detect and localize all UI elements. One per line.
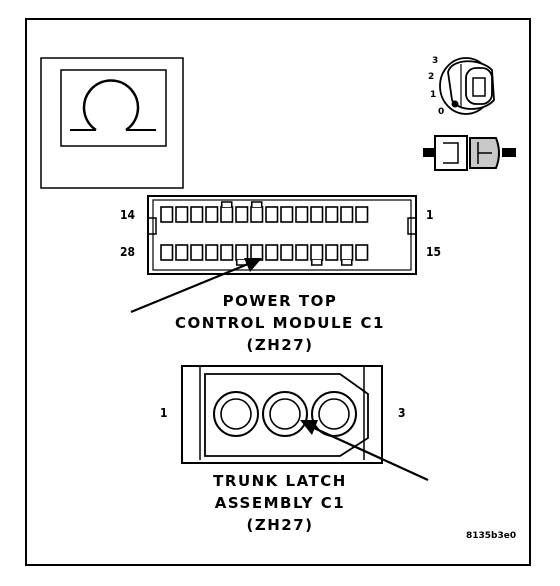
trunk-pin-3-label: 3 [398, 406, 406, 420]
connector-cavity [355, 244, 369, 261]
c1-top-cavity-row [160, 201, 369, 223]
connector-cavity [250, 206, 264, 223]
key-position-1: 1 [430, 90, 437, 100]
connector-cavity [295, 244, 309, 261]
c1-bottom-cavity-row [160, 244, 369, 266]
trunk-title-line2: ASSEMBLY C1 [214, 494, 346, 512]
connector-cavity [265, 244, 279, 261]
connector-cavity [310, 206, 324, 223]
connector-cavity [190, 244, 204, 261]
c1-title-line1: POWER TOP [222, 292, 338, 310]
ignition-key-icon [439, 57, 495, 115]
c1-pointer-arrow [130, 258, 262, 314]
connector-cavity [175, 206, 189, 223]
cavity-key [340, 260, 353, 266]
connector-cavity [355, 206, 369, 223]
connector-view-icon [40, 57, 184, 189]
key-position-3: 3 [432, 56, 439, 66]
key-position-2: 2 [428, 72, 435, 82]
connector-cavity [250, 244, 264, 261]
connector-cavity [235, 206, 249, 223]
figure-id: 8135b3e0 [466, 531, 517, 541]
c1-pin-1-label: 1 [426, 208, 434, 222]
cavity-key [250, 201, 263, 207]
connector-cavity [310, 244, 324, 261]
connector-cavity [205, 244, 219, 261]
connector-cavity [235, 244, 249, 261]
trunk-latch-title: TRUNK LATCH ASSEMBLY C1 (ZH27) [160, 470, 400, 536]
trunk-latch-pointer-arrow [300, 420, 429, 482]
c1-pin-15-label: 15 [426, 245, 442, 259]
c1-title-line3: (ZH27) [246, 336, 314, 354]
trunk-title-line1: TRUNK LATCH [213, 472, 347, 490]
connector-cavity [160, 206, 174, 223]
connector-cavity [160, 244, 174, 261]
connector-cavity [280, 244, 294, 261]
connector-cavity [295, 206, 309, 223]
c1-pin-28-label: 28 [120, 245, 136, 259]
connector-cavity [220, 206, 234, 223]
connector-cavity [325, 206, 339, 223]
key-position-0: 0 [438, 107, 445, 117]
connector-cavity [220, 244, 234, 261]
connector-plug-icon [423, 135, 516, 171]
connector-cavity [175, 244, 189, 261]
connector-cavity [340, 244, 354, 261]
trunk-title-line3: (ZH27) [246, 516, 314, 534]
connector-cavity [280, 206, 294, 223]
connector-cavity [340, 206, 354, 223]
c1-title: POWER TOP CONTROL MODULE C1 (ZH27) [150, 290, 410, 356]
trunk-pin-1-label: 1 [160, 406, 168, 420]
power-top-connector-c1 [147, 195, 417, 275]
c1-pin-14-label: 14 [120, 208, 136, 222]
cavity-key [220, 201, 233, 207]
c1-title-line2: CONTROL MODULE C1 [175, 314, 385, 332]
connector-cavity [265, 206, 279, 223]
connector-cavity [325, 244, 339, 261]
trunk-latch-connector [181, 365, 383, 464]
cavity-key [310, 260, 323, 266]
diagram-frame [25, 18, 531, 566]
connector-cavity [190, 206, 204, 223]
connector-cavity [205, 206, 219, 223]
